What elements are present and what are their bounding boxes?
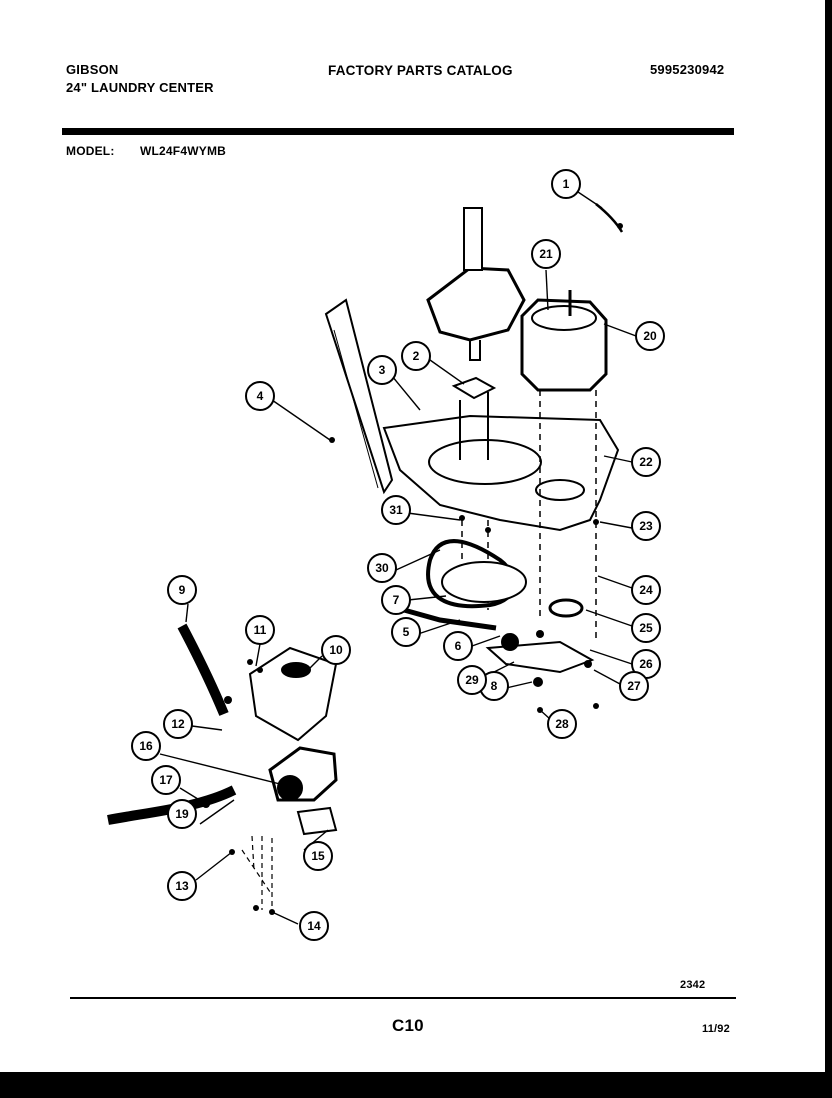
callout-21: 21 [531,239,561,269]
callout-24: 24 [631,575,661,605]
callout-20: 20 [635,321,665,351]
diagram-parts [107,203,624,915]
svg-text:23: 23 [639,519,653,533]
scan-border-bottom [0,1072,832,1098]
callout-14: 14 [299,911,329,941]
callout-15: 15 [303,841,333,871]
svg-text:29: 29 [465,673,479,687]
svg-text:24: 24 [639,583,653,597]
svg-text:7: 7 [393,593,400,607]
callout-25: 25 [631,613,661,643]
svg-text:9: 9 [179,583,186,597]
callout-7: 7 [381,585,411,615]
svg-text:8: 8 [491,679,498,693]
part-pump-bracket [296,806,338,836]
part-hose-upper [177,623,229,716]
svg-text:2: 2 [413,349,420,363]
page-code: C10 [392,1016,424,1035]
svg-text:11: 11 [254,623,267,637]
callout-4: 4 [245,381,275,411]
scan-border-right [825,0,832,1098]
callout-28: 28 [547,709,577,739]
svg-text:1: 1 [563,177,570,191]
svg-text:17: 17 [159,773,173,787]
diagram-code: 2342 [680,979,706,991]
callout-13: 13 [167,871,197,901]
callout-16: 16 [131,731,161,761]
callout-22: 22 [631,447,661,477]
model-value: WL24F4WYMB [140,144,226,158]
svg-text:31: 31 [389,503,403,517]
svg-text:3: 3 [379,363,386,377]
callout-27: 27 [619,671,649,701]
svg-text:5: 5 [403,625,410,639]
part-bracket [324,298,394,495]
part-pump-cover [248,646,338,742]
part-motor-pulley [548,598,584,618]
svg-text:19: 19 [175,807,189,821]
part-gear-case [426,266,526,342]
callout-3: 3 [367,355,397,385]
svg-text:20: 20 [643,329,657,343]
svg-text:25: 25 [639,621,653,635]
callouts: 1 2 3 4 5 6 7 8 9 10 11 12 13 14 15 16 1… [131,169,665,941]
brand-name: GIBSON [66,62,119,77]
svg-text:15: 15 [311,849,325,863]
svg-text:30: 30 [375,561,389,575]
footer-rule [70,997,736,999]
model-label: MODEL: [66,144,115,158]
part-clip [595,203,624,233]
callout-2: 2 [401,341,431,371]
svg-text:16: 16 [139,739,153,753]
part-motor [520,298,608,392]
catalog-date: 11/92 [702,1023,730,1035]
svg-text:10: 10 [329,643,343,657]
svg-text:21: 21 [539,247,553,261]
catalog-number: 5995230942 [650,62,725,77]
callout-11: 11 [245,615,275,645]
svg-text:28: 28 [555,717,569,731]
svg-text:4: 4 [257,389,264,403]
product-name: 24" LAUNDRY CENTER [66,80,214,95]
callout-1: 1 [551,169,581,199]
callout-29: 29 [457,665,487,695]
part-drive-pulley [441,561,527,603]
svg-text:22: 22 [639,455,653,469]
callout-23: 23 [631,511,661,541]
callout-31: 31 [381,495,411,525]
svg-text:13: 13 [175,879,189,893]
callout-9: 9 [167,575,197,605]
callout-17: 17 [151,765,181,795]
part-screws [202,223,623,915]
callout-26: 26 [631,649,661,679]
callout-12: 12 [163,709,193,739]
callout-6: 6 [443,631,473,661]
svg-text:12: 12 [171,717,185,731]
catalog-title: FACTORY PARTS CATALOG [328,63,513,78]
part-agitator-shaft [463,207,483,271]
svg-text:26: 26 [639,657,653,671]
callout-5: 5 [391,617,421,647]
svg-text:14: 14 [307,919,321,933]
leader-lines [159,191,637,925]
callout-30: 30 [367,553,397,583]
svg-text:27: 27 [627,679,641,693]
callout-19: 19 [167,799,197,829]
part-coupling [451,376,497,400]
callout-10: 10 [321,635,351,665]
header-rule [62,128,734,135]
svg-text:6: 6 [455,639,462,653]
